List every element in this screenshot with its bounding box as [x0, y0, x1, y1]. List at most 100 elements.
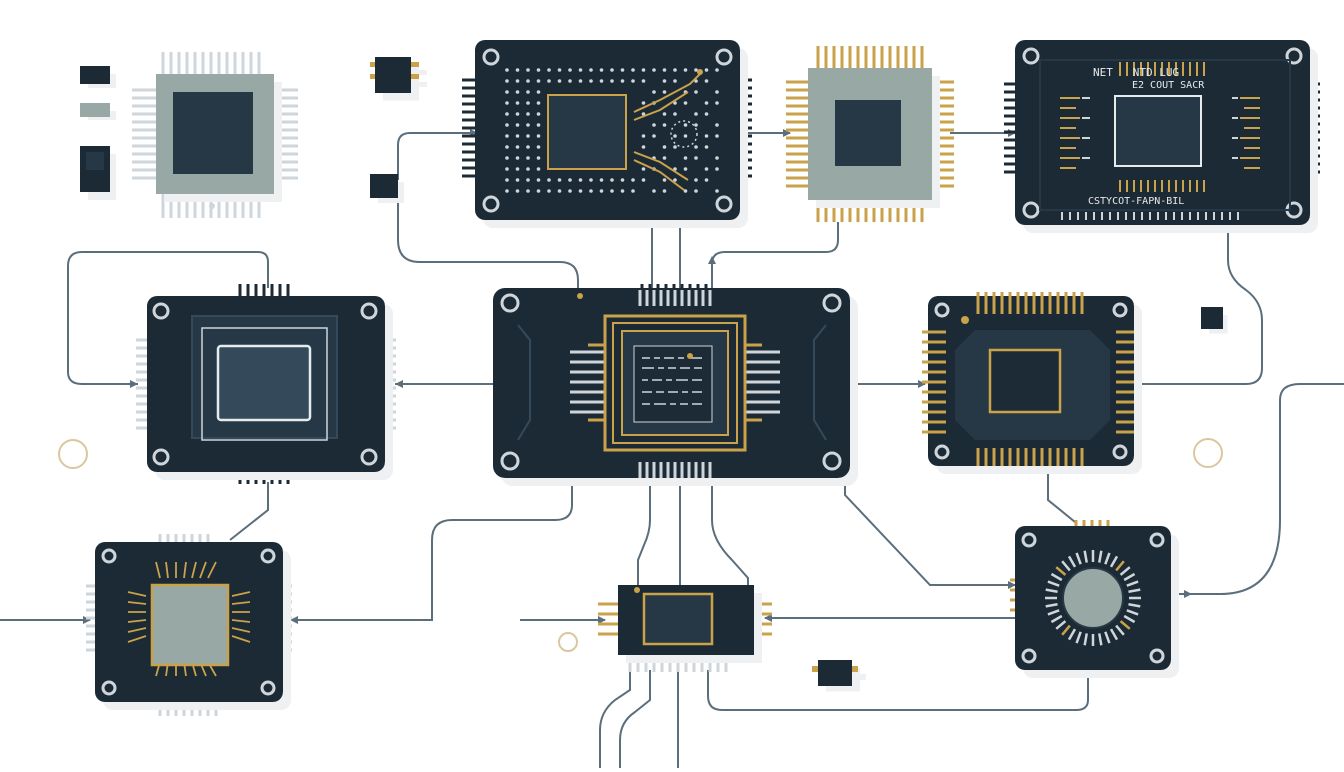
bga-ball — [610, 79, 614, 83]
bga-ball — [526, 156, 530, 160]
bga-ball — [683, 134, 688, 138]
bga-ball — [662, 123, 667, 127]
bga-ball — [515, 90, 520, 94]
bga-ball — [515, 145, 520, 149]
radial-pin — [1061, 624, 1071, 636]
via-icon — [209, 203, 215, 209]
bga-ball — [662, 79, 667, 83]
radial-pin — [1115, 624, 1125, 636]
trace-arrows — [83, 129, 1192, 624]
bga-ball — [589, 68, 593, 72]
trace — [711, 480, 749, 590]
bga-ball — [536, 68, 541, 72]
trace — [619, 670, 651, 768]
radial-pin — [1045, 588, 1058, 593]
bga-ball — [536, 112, 541, 116]
bga-ball — [526, 112, 530, 116]
bga-ball — [610, 178, 614, 182]
trace — [599, 670, 631, 768]
arrow-icon — [290, 616, 298, 624]
radial-pins — [1045, 550, 1141, 646]
radial-pin — [1061, 560, 1071, 572]
bga-ball — [505, 79, 509, 83]
radial-pin — [1126, 580, 1139, 587]
board-label-bottom: CSTYCOT-FAPN-BIL — [1088, 196, 1184, 207]
bga-ball — [715, 68, 719, 72]
radial-pin — [1067, 555, 1077, 568]
bga-ball — [526, 123, 530, 127]
bga-ball — [652, 68, 656, 72]
bga-ball — [694, 68, 698, 72]
mounting-hole-icon — [482, 48, 733, 213]
radial-pin — [1115, 560, 1125, 572]
bga-ball — [683, 167, 688, 171]
bga-ball — [505, 189, 509, 193]
bga-ball — [526, 68, 530, 72]
bga-ball — [505, 101, 509, 105]
bga-ball — [526, 145, 530, 149]
bga-ball — [652, 123, 656, 127]
bga-ball — [673, 145, 677, 149]
bga-ball — [715, 90, 719, 94]
chip-bottom-middle — [598, 585, 772, 672]
trace — [1140, 225, 1263, 385]
bga-ball — [683, 123, 688, 127]
radial-pin — [1055, 620, 1067, 630]
bga-ball — [505, 68, 509, 72]
bga-ball — [515, 123, 520, 127]
trace — [229, 482, 269, 541]
bga-ball — [673, 134, 677, 138]
bga-ball — [505, 112, 509, 116]
chip-left-middle — [136, 284, 396, 484]
bga-ball — [515, 134, 520, 138]
bga-ball — [515, 101, 520, 105]
bga-ball — [536, 145, 541, 149]
radial-pin — [1119, 620, 1131, 630]
bga-ball — [578, 178, 583, 182]
bga-ball — [715, 156, 719, 160]
trace — [67, 251, 269, 385]
bga-ball — [515, 112, 520, 116]
chip-central — [493, 284, 850, 484]
bga-ball — [526, 90, 530, 94]
arrow-icon — [83, 616, 91, 624]
arrow-icon — [783, 129, 791, 137]
bga-ball — [505, 90, 509, 94]
bga-ball — [526, 134, 530, 138]
radial-pin — [1126, 609, 1139, 616]
arrow-icon — [598, 616, 606, 624]
bga-ball — [589, 79, 593, 83]
bga-ball — [610, 68, 614, 72]
radial-pin — [1123, 572, 1136, 582]
arrow-icon — [130, 380, 138, 388]
radial-pin — [1098, 550, 1103, 563]
bga-ball — [515, 178, 520, 182]
bga-ball — [641, 101, 646, 105]
bga-ball — [515, 189, 520, 193]
chip-icon — [80, 146, 110, 192]
bga-ball — [536, 123, 541, 127]
bga-ball — [557, 79, 562, 83]
bga-ball — [704, 112, 709, 116]
bga-ball — [715, 123, 719, 127]
trace — [397, 132, 470, 180]
radial-pin — [1098, 633, 1103, 646]
die-pattern — [642, 357, 702, 405]
bga-ball — [715, 134, 719, 138]
bga-ball — [631, 79, 635, 83]
bga-ball — [536, 90, 541, 94]
bga-ball — [715, 167, 719, 171]
bga-ball — [694, 178, 698, 182]
bga-ball — [547, 189, 551, 193]
bga-ball — [505, 134, 509, 138]
bga-ball — [568, 68, 572, 72]
bga-ball — [526, 101, 530, 105]
trace — [1047, 470, 1076, 523]
chip-icon — [1201, 307, 1223, 329]
bga-ball — [515, 79, 520, 83]
radial-pin — [1119, 566, 1131, 576]
loose-components — [58, 57, 1223, 686]
radial-pin — [1045, 603, 1058, 608]
pin-row — [132, 52, 298, 218]
